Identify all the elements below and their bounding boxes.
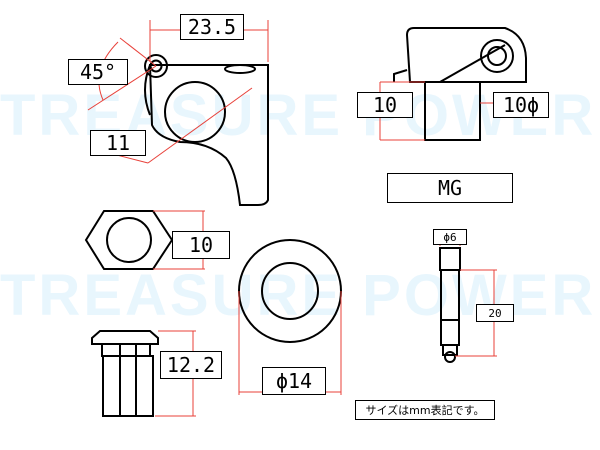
bushing-sleeve <box>102 355 154 417</box>
tuner-screw-hole-inner <box>149 59 163 73</box>
tuner-post-hole <box>164 81 226 143</box>
side-gear-hole-inner <box>487 46 507 66</box>
dimension-label-10-side: 10 <box>357 92 413 118</box>
screw-shank-lower <box>440 319 460 346</box>
dimension-label-phi-14: ϕ14 <box>262 367 326 395</box>
dimension-label-11: 11 <box>90 130 146 156</box>
dimension-label-12-2: 12.2 <box>160 351 222 379</box>
dimension-label-nut-10: 10 <box>172 231 230 259</box>
washer-inner <box>261 262 319 320</box>
side-foot <box>393 69 408 82</box>
dimension-label-10-phi: 10ϕ <box>493 92 549 118</box>
dimension-label-20: 20 <box>476 304 514 322</box>
dimension-lines <box>87 20 497 417</box>
screw-end-ring <box>444 351 456 363</box>
screw-head <box>439 247 461 271</box>
tuner-body-outline <box>148 64 269 206</box>
screw-shank-upper <box>440 269 460 321</box>
side-gear-hole-outer <box>480 39 514 73</box>
tuner-screw-hole-outer <box>144 54 168 78</box>
screw-tip <box>442 344 458 356</box>
hex-nut-hole <box>106 217 152 263</box>
dimension-label-23-5: 23.5 <box>180 14 244 40</box>
dimension-label-45-degree: 45° <box>68 59 128 85</box>
bushing-flange <box>91 330 159 345</box>
unit-note: サイズはmm表記です。 <box>355 400 495 420</box>
bushing-neck <box>101 343 151 357</box>
washer-outer <box>238 239 342 343</box>
model-label: MG <box>387 173 513 203</box>
dimension-label-phi-6: ϕ6 <box>433 229 467 245</box>
tuner-slot <box>224 64 256 74</box>
side-housing-divider <box>439 44 506 83</box>
side-housing-outline <box>405 27 527 83</box>
tuner-body-left-edge <box>144 64 151 116</box>
side-post <box>424 81 481 141</box>
hex-nut-outline <box>84 210 174 270</box>
